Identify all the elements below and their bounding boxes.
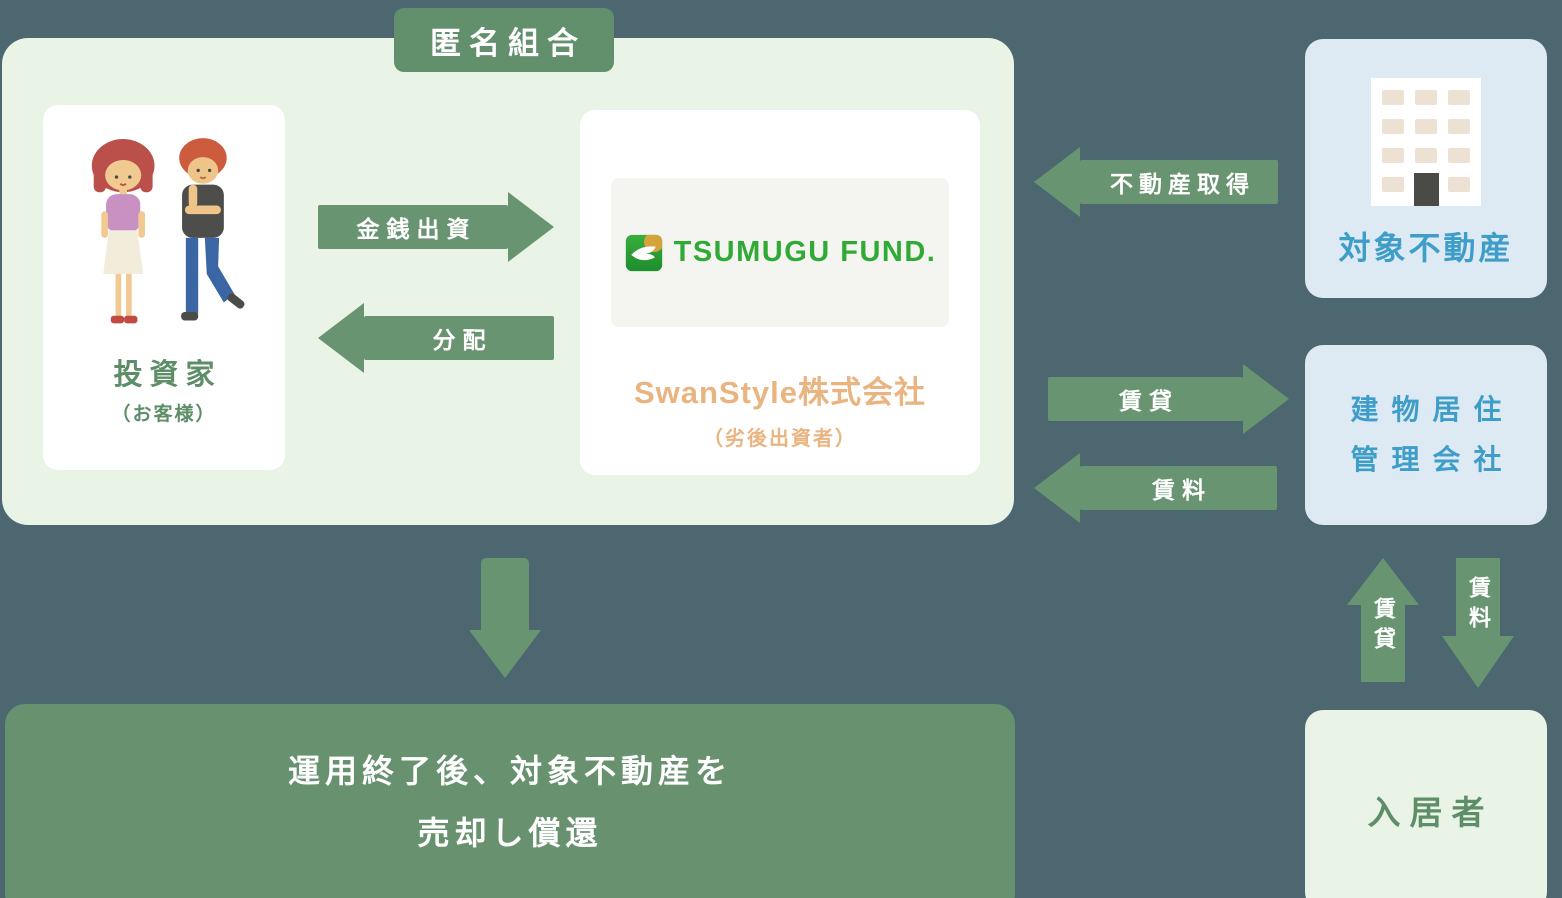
resident-box: 入居者 bbox=[1305, 710, 1547, 898]
tsumugu-logo-wordmark: TSUMUGU FUND. bbox=[673, 236, 937, 268]
flow-label-distribution: 分配 bbox=[432, 327, 493, 353]
arrow-left-icon bbox=[1034, 453, 1080, 523]
fund-role: （劣後出資者） bbox=[703, 428, 857, 450]
tokumei-kumiai-label-text: 匿名組合 bbox=[430, 25, 586, 61]
fund-company-name: SwanStyle株式会社 bbox=[633, 375, 927, 410]
management-company-line1: 建物居住 bbox=[1350, 394, 1515, 426]
flow-arrow-distribution: 分配 bbox=[318, 303, 554, 373]
flow-label-lease-vertical: 賃貸 bbox=[1371, 597, 1396, 657]
property-box: 対象不動産 bbox=[1305, 39, 1547, 298]
investor-subtitle: （お客様） bbox=[111, 404, 217, 425]
flow-arrow-money-investment-body: 金銭出資 bbox=[318, 205, 508, 249]
flow-label-rent-vertical: 賃料 bbox=[1466, 576, 1491, 636]
management-company-line2: 管理会社 bbox=[1350, 444, 1515, 475]
fund-card: TSUMUGU FUND. SwanStyle株式会社 （劣後出資者） bbox=[580, 110, 980, 475]
flow-arrow-rent-vertical-body bbox=[1456, 558, 1500, 636]
building-icon bbox=[1371, 78, 1481, 206]
arrow-down-icon bbox=[1442, 636, 1514, 688]
resident-label: 入居者 bbox=[1367, 794, 1494, 831]
arrow-left-icon bbox=[318, 303, 364, 373]
exit-box: 運用終了後、対象不動産を 売却し償還 bbox=[5, 704, 1015, 898]
flow-arrow-lease: 賃貸 bbox=[1048, 364, 1289, 434]
exit-line1: 運用終了後、対象不動産を bbox=[287, 752, 732, 789]
exit-line2: 売却し償還 bbox=[417, 815, 603, 851]
tsumugu-logo-plate: TSUMUGU FUND. bbox=[611, 178, 949, 327]
flow-arrow-rent-vertical: 賃料 bbox=[1442, 558, 1514, 688]
investor-card: 投資家 （お客様） bbox=[43, 105, 285, 470]
flow-label-money-investment: 金銭出資 bbox=[356, 216, 477, 242]
arrow-right-icon bbox=[1243, 364, 1289, 434]
investor-title: 投資家 bbox=[113, 359, 222, 391]
flow-label-lease: 賃貸 bbox=[1119, 388, 1179, 414]
arrow-down-icon bbox=[469, 630, 541, 678]
arrow-up-icon bbox=[1347, 558, 1419, 605]
flow-arrow-rent-body: 賃料 bbox=[1080, 466, 1277, 510]
flow-arrow-property-acquisition-body: 不動産取得 bbox=[1080, 160, 1278, 204]
flow-arrow-property-acquisition: 不動産取得 bbox=[1034, 147, 1278, 217]
flow-arrow-distribution-body: 分配 bbox=[364, 316, 554, 360]
flow-label-property-acquisition: 不動産取得 bbox=[1110, 171, 1255, 197]
flow-label-rent: 賃料 bbox=[1152, 477, 1212, 503]
arrow-right-icon bbox=[508, 192, 554, 262]
investors-illustration bbox=[91, 138, 245, 324]
arrow-left-icon bbox=[1034, 147, 1080, 217]
flow-arrow-lease-body: 賃貸 bbox=[1048, 377, 1243, 421]
flow-arrow-lease-vertical-body bbox=[1361, 605, 1405, 682]
flow-arrow-rent: 賃料 bbox=[1034, 453, 1277, 523]
flow-arrow-redemption bbox=[469, 558, 541, 678]
management-company-box: 建物居住 管理会社 bbox=[1305, 345, 1547, 525]
tsumugu-logo-icon bbox=[625, 234, 662, 271]
tokumei-kumiai-label: 匿名組合 bbox=[394, 8, 614, 72]
property-label: 対象不動産 bbox=[1338, 230, 1514, 266]
flow-arrow-redemption-stem bbox=[481, 558, 529, 630]
flow-arrow-lease-vertical: 賃貸 bbox=[1347, 558, 1419, 682]
flow-arrow-money-investment: 金銭出資 bbox=[318, 192, 554, 262]
